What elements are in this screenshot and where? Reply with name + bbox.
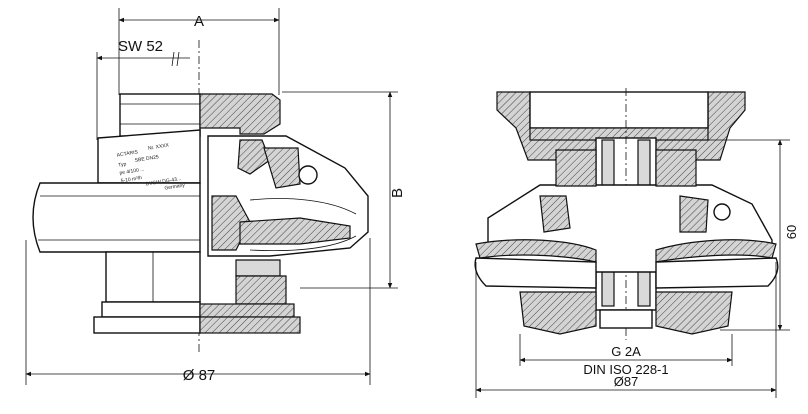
nameplate-nr: Nr. XXXX — [148, 142, 170, 151]
guide-right — [655, 149, 697, 187]
nameplate-type: Typ — [118, 161, 127, 168]
dimension-diameter-right: Ø87 — [475, 262, 777, 398]
outlet — [599, 309, 653, 329]
dimension-b: B — [282, 91, 406, 289]
connector-right — [655, 291, 733, 335]
standard-label: DIN ISO 228-1 — [583, 362, 668, 377]
right-view: 60 G 2A DIN ISO 228-1 Ø87 — [474, 88, 799, 398]
nameplate-maker: Germany — [164, 182, 186, 191]
left-view: A SW 52 ACTARIS Nr — [25, 8, 406, 385]
lower-housing-left — [474, 257, 597, 289]
nameplate-dvgw: DVGW DG-43... — [145, 176, 181, 188]
dimension-60-label: 60 — [784, 225, 799, 239]
connector-left — [519, 291, 597, 335]
dimension-diameter-left: Ø 87 — [25, 238, 371, 385]
nameplate-flow: 5-10 m³/h — [120, 175, 142, 184]
nameplate: ACTARIS Nr. XXXX Typ SBE DN25 pe 4/100 .… — [116, 142, 186, 191]
diaphragm-left — [475, 239, 597, 263]
spring-seat-left — [539, 195, 571, 233]
top-cap-inner — [529, 91, 709, 129]
dimension-60: 60 — [708, 139, 799, 331]
spring-seat-right — [679, 195, 709, 233]
dimension-a: A — [118, 8, 280, 95]
nameplate-pe: pe 4/100 ... — [119, 167, 145, 177]
nameplate-model: SBE DN25 — [134, 154, 159, 164]
left-exterior — [32, 93, 201, 334]
dimension-diameter-right-label: Ø87 — [614, 374, 639, 389]
diaphragm-right — [655, 239, 777, 263]
valve-ball — [713, 203, 731, 221]
left-section — [199, 93, 369, 334]
guide-left — [555, 149, 597, 187]
thread-label: G 2A — [611, 344, 641, 359]
dimension-a-label: A — [194, 13, 204, 30]
dimension-diameter-left-label: Ø 87 — [183, 367, 216, 384]
dimension-sw52: SW 52 — [96, 38, 190, 140]
dimension-sw52-label: SW 52 — [118, 38, 163, 55]
dimension-thread: G 2A DIN ISO 228-1 — [519, 334, 733, 377]
nameplate-brand: ACTARIS — [116, 149, 139, 158]
lower-housing-right — [655, 257, 779, 289]
dimension-b-label: B — [389, 188, 406, 198]
